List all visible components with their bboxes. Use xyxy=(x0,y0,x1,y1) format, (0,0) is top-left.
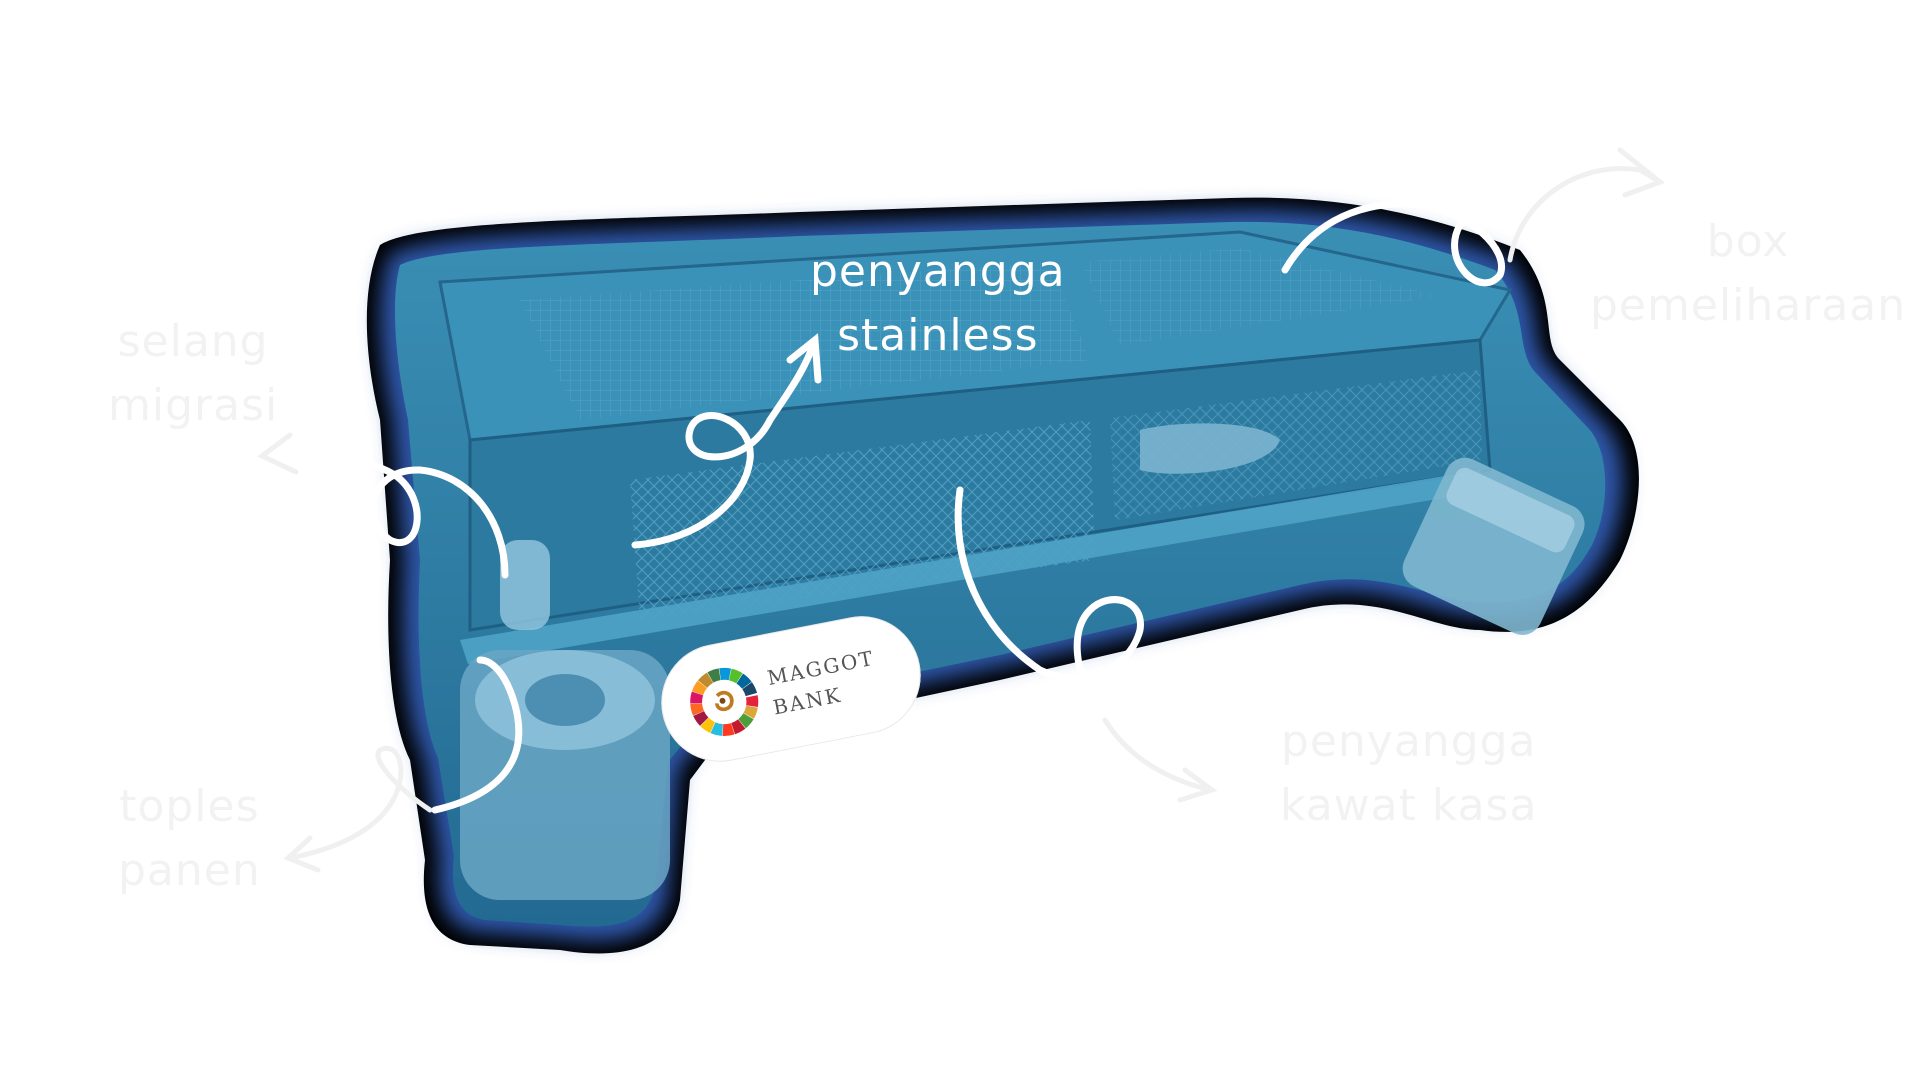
device-drawer xyxy=(1140,423,1280,474)
label-line: box xyxy=(1706,216,1790,267)
maggot-bank-badge: MAGGOT BANK xyxy=(651,606,931,772)
label-line: penyangga xyxy=(1280,716,1537,767)
label-line: pemeliharaan xyxy=(1590,280,1907,331)
side-cylinder xyxy=(500,540,550,630)
badge-text: MAGGOT BANK xyxy=(765,643,883,723)
label-line: selang xyxy=(117,316,269,367)
label-box-pemeliharaan: box pemeliharaan xyxy=(1590,210,1906,338)
label-line: stainless xyxy=(837,310,1039,361)
label-line: panen xyxy=(118,845,261,896)
label-line: migrasi xyxy=(108,380,279,431)
lid-grate-right xyxy=(1080,248,1440,345)
label-line: toples xyxy=(119,781,260,832)
label-penyangga-kawat-kasa: penyangga kawat kasa xyxy=(1280,710,1537,838)
label-line: penyangga xyxy=(810,246,1066,297)
label-line: kawat kasa xyxy=(1280,780,1538,831)
label-selang-migrasi: selang migrasi xyxy=(108,310,278,438)
label-toples-panen: toples panen xyxy=(118,775,261,903)
mesh-window-right xyxy=(1110,370,1482,520)
harvest-jar xyxy=(460,650,670,900)
migration-cup xyxy=(1402,457,1585,635)
sdg-color-wheel-icon xyxy=(690,667,759,737)
label-penyangga-stainless: penyangga stainless xyxy=(810,240,1066,368)
